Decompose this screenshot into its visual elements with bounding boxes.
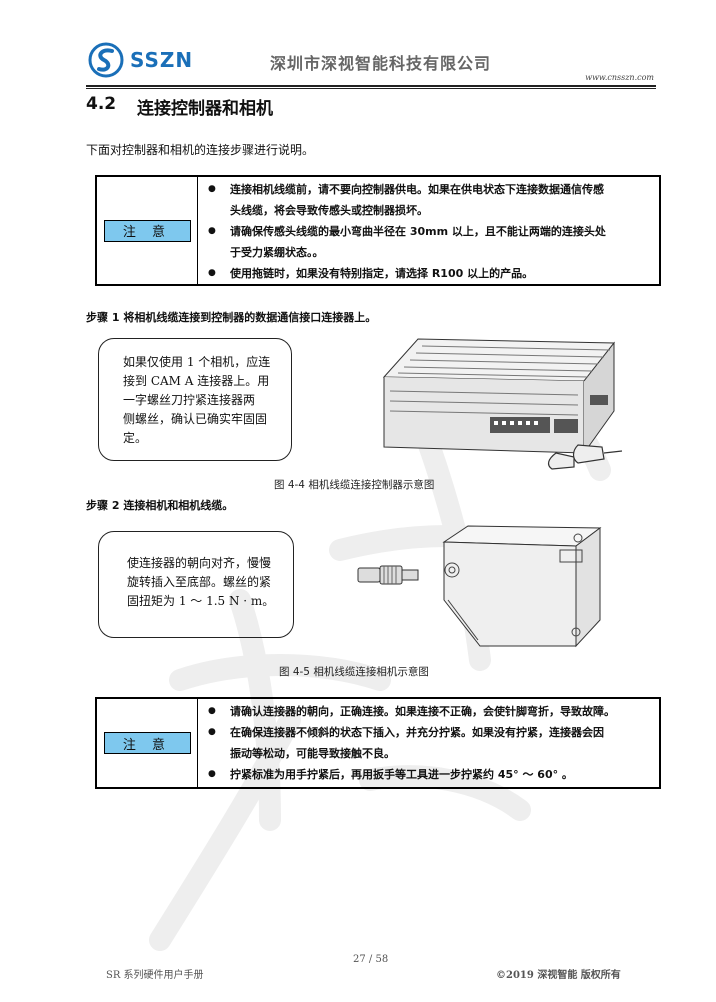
callout-line: 一字螺丝刀拧紧连接器两 xyxy=(123,393,256,407)
notice-item: 使用拖链时，如果没有特别指定，请选择 R100 以上的产品。 xyxy=(206,263,653,284)
callout-line: 如果仅使用 1 个相机，应连 xyxy=(123,355,271,369)
notice-badge: 注 意 xyxy=(103,732,191,754)
notice-item: 连接相机线缆前，请不要向控制器供电。如果在供电状态下连接数据通信传感 xyxy=(206,179,653,200)
page-number: 27 / 58 xyxy=(353,954,389,965)
header-rule-thin xyxy=(86,88,656,89)
notice-item: 在确保连接器不倾斜的状态下插入，并充分拧紧。如果没有拧紧，连接器会因 xyxy=(206,722,653,743)
manual-name: SR 系列硬件用户手册 xyxy=(106,970,204,981)
sszn-logo-icon xyxy=(88,42,124,78)
notice-box-1: 注 意 连接相机线缆前，请不要向控制器供电。如果在供电状态下连接数据通信传感 头… xyxy=(95,175,661,286)
notice-badge: 注 意 xyxy=(103,219,191,242)
notice-content: 连接相机线缆前，请不要向控制器供电。如果在供电状态下连接数据通信传感 头线缆，将… xyxy=(198,177,659,284)
header-url[interactable]: www.cnsszn.com xyxy=(585,73,654,82)
notice-content: 请确认连接器的朝向，正确连接。如果连接不正确，会使针脚弯折，导致故障。 在确保连… xyxy=(198,699,659,787)
camera-illustration xyxy=(357,525,602,648)
figure-4-4-caption: 图 4-4 相机线缆连接控制器示意图 xyxy=(274,479,435,491)
callout-line: 使连接器的朝向对齐，慢慢 xyxy=(127,556,272,570)
step-1-title: 步骤 1 将相机线缆连接到控制器的数据通信接口连接器上。 xyxy=(86,311,377,324)
notice-label-cell: 注 意 xyxy=(97,699,198,787)
callout-line: 固扭矩为 1 ～ 1.5 N · m。 xyxy=(127,594,275,608)
section-number: 4.2 xyxy=(86,94,117,114)
step-2-callout: 使连接器的朝向对齐，慢慢 旋转插入至底部。螺丝的紧 固扭矩为 1 ～ 1.5 N… xyxy=(98,531,294,638)
step-1-callout: 如果仅使用 1 个相机，应连 接到 CAM A 连接器上。用 一字螺丝刀拧紧连接… xyxy=(98,338,292,461)
notice-item-cont: 头线缆，将会导致传感头或控制器损坏。 xyxy=(230,204,428,217)
notice-item: 请确认连接器的朝向，正确连接。如果连接不正确，会使针脚弯折，导致故障。 xyxy=(206,701,653,722)
figure-4-5-caption: 图 4-5 相机线缆连接相机示意图 xyxy=(279,666,429,678)
callout-line: 侧螺丝，确认已确实牢固固 xyxy=(123,412,268,426)
controller-illustration xyxy=(382,338,623,470)
notice-item-cont: 于受力紧绷状态。。 xyxy=(230,246,324,259)
callout-line: 接到 CAM A 连接器上。用 xyxy=(123,374,270,388)
company-name: 深圳市深视智能科技有限公司 xyxy=(270,54,492,73)
notice-item-cont: 振动等松动，可能导致接触不良。 xyxy=(230,747,395,760)
callout-line: 旋转插入至底部。螺丝的紧 xyxy=(127,575,272,589)
header-rule xyxy=(86,85,656,87)
section-title: 连接控制器和相机 xyxy=(137,99,273,119)
notice-item: 拧紧标准为用手拧紧后，再用扳手等工具进一步拧紧约 45° ～ 60° 。 xyxy=(206,764,653,785)
callout-line: 定。 xyxy=(123,431,148,445)
logo-text: SSZN xyxy=(130,48,194,72)
copyright: ©2019 深视智能 版权所有 xyxy=(496,970,621,981)
section-intro: 下面对控制器和相机的连接步骤进行说明。 xyxy=(86,143,315,157)
notice-item: 请确保传感头线缆的最小弯曲半径在 30mm 以上，且不能让两端的连接头处 xyxy=(206,221,653,242)
notice-label-cell: 注 意 xyxy=(97,177,198,284)
notice-box-2: 注 意 请确认连接器的朝向，正确连接。如果连接不正确，会使针脚弯折，导致故障。 … xyxy=(95,697,661,789)
step-2-title: 步骤 2 连接相机和相机线缆。 xyxy=(86,499,234,512)
